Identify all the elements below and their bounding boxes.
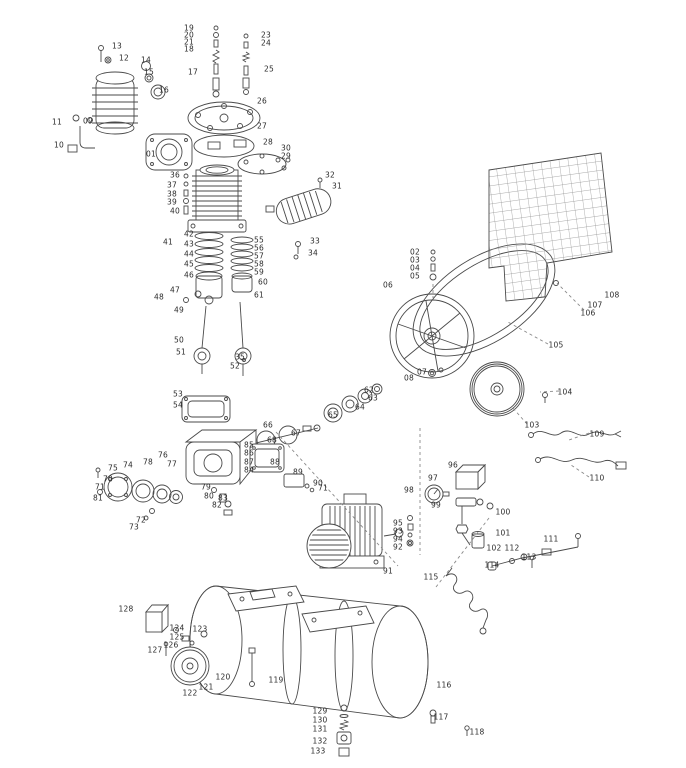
valve-plate-drawing [187,101,291,175]
belt-guard-drawing [488,152,613,302]
tank-drawing [189,585,429,719]
air-filter-drawing [92,45,166,135]
wheel-drawing [170,646,256,687]
gasket-drawing [181,395,231,423]
drain-drawing [336,704,470,757]
motor-drawing [306,493,414,569]
cable-drawing [528,430,627,470]
dashed-reference-lines [275,282,590,588]
muffler-drawing [265,177,332,260]
piston-rings-drawing [183,232,254,305]
pressure-switch-drawing [424,463,494,549]
crankshaft-drawing [251,383,383,450]
crankcase-box-drawing [184,429,258,486]
connecting-rods-drawing [193,301,252,376]
breather-drawing [211,487,233,516]
pulley-drawing [428,361,548,417]
left-accessory-drawing [145,603,208,656]
bearing-covers-drawing [95,467,183,521]
flywheel-drawing [389,249,475,379]
crankcase-front-drawing [145,133,193,171]
side-plate-drawing [249,443,315,493]
cylinder-drawing [183,164,247,233]
inlet-elbow-drawing [67,114,95,153]
hose-drawing [445,567,489,635]
valve-fastener-stacks [211,25,251,98]
pipe-drawing [487,533,581,571]
